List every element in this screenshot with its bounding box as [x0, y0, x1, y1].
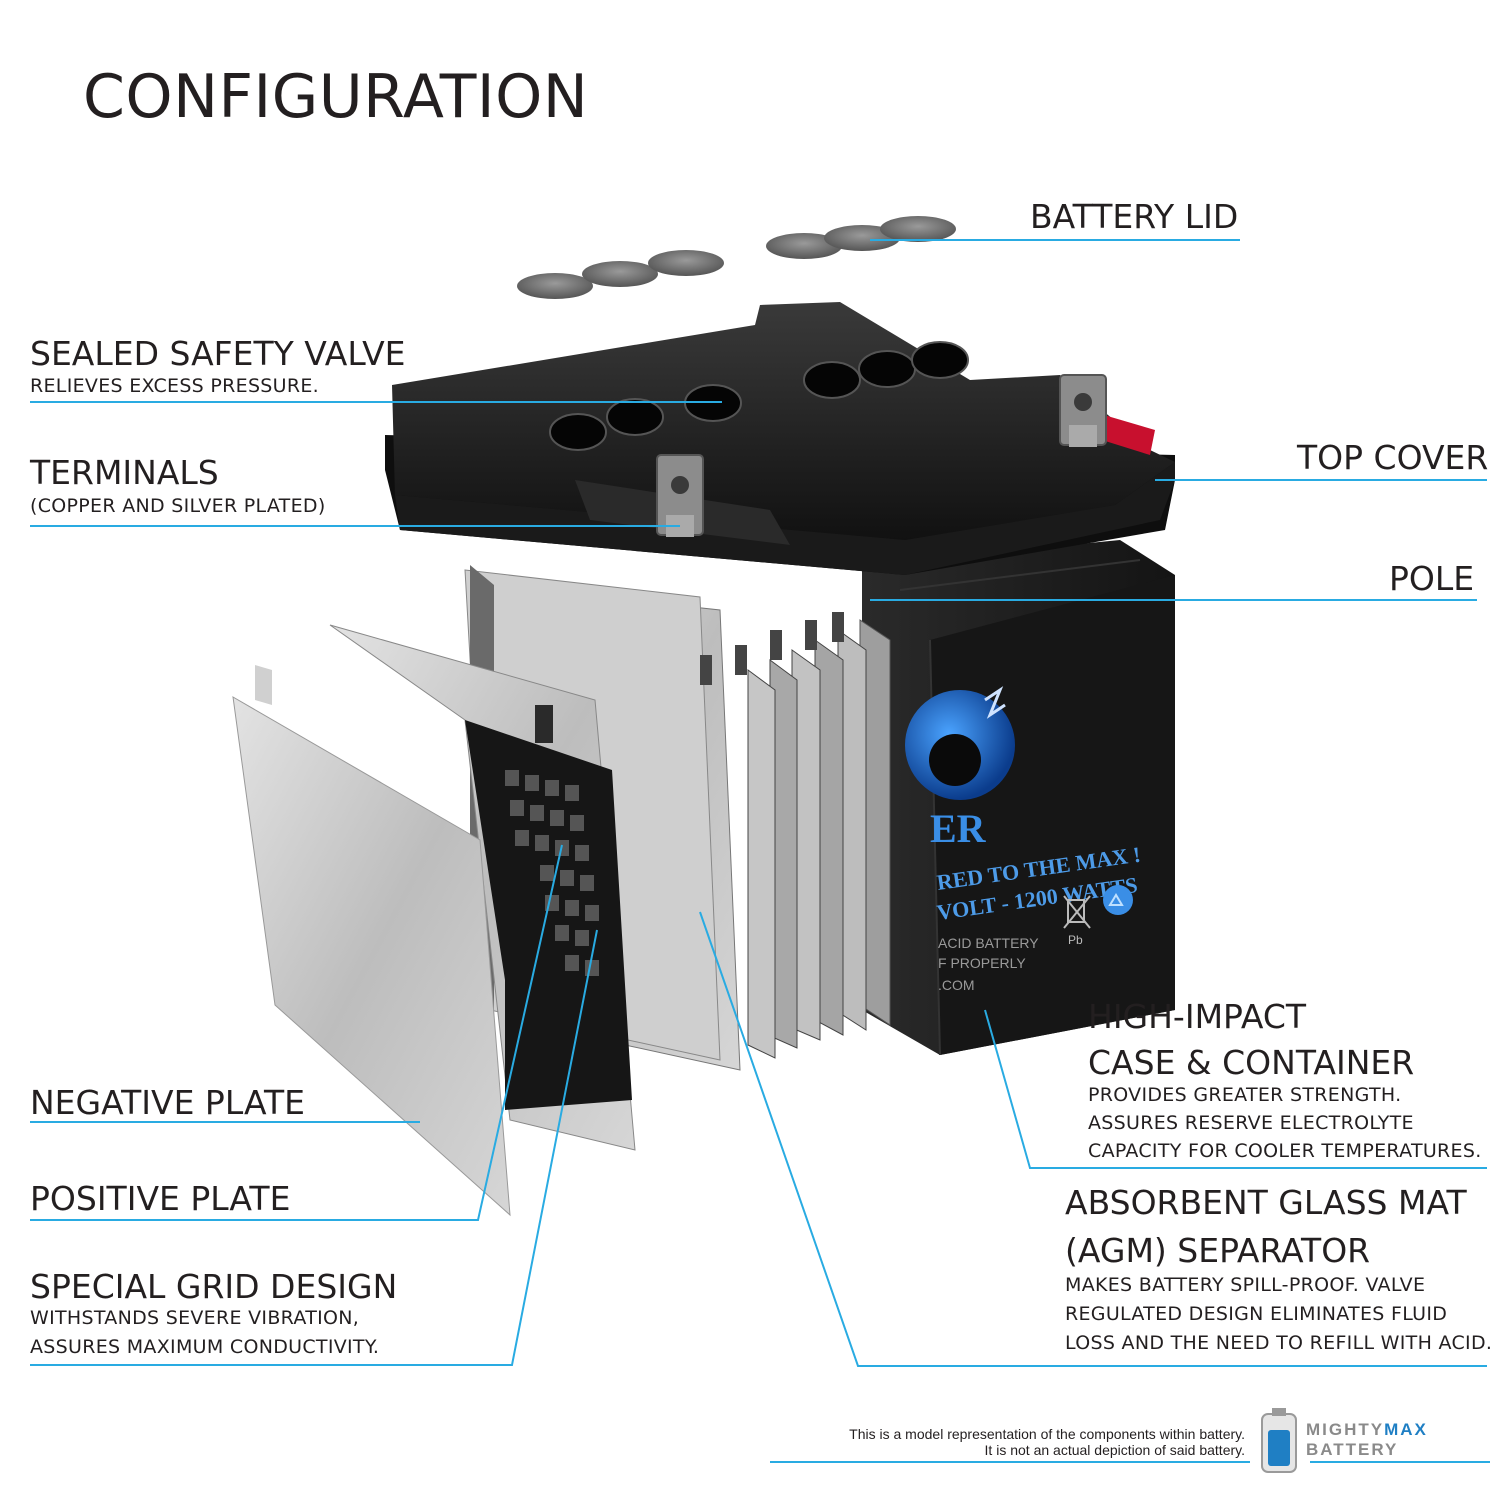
- label-sealed-safety-valve: SEALED SAFETY VALVE: [30, 334, 406, 373]
- label-negative-plate: NEGATIVE PLATE: [30, 1083, 305, 1122]
- waste-bin-icon: [1063, 895, 1091, 929]
- desc-high-impact-3: CAPACITY FOR COOLER TEMPERATURES.: [1088, 1140, 1482, 1162]
- label-battery-lid: BATTERY LID: [1030, 197, 1239, 236]
- label-special-grid: SPECIAL GRID DESIGN: [30, 1267, 398, 1306]
- label-high-impact-1: HIGH-IMPACT: [1088, 997, 1307, 1036]
- label-agm-2: (AGM) SEPARATOR: [1065, 1231, 1371, 1270]
- pb-mark: Pb: [1068, 933, 1083, 947]
- case-print-3: .COM: [938, 977, 975, 993]
- desc-high-impact-2: ASSURES RESERVE ELECTROLYTE: [1088, 1112, 1414, 1134]
- terminals: [656, 374, 1107, 537]
- desc-agm-2: REGULATED DESIGN ELIMINATES FLUID: [1065, 1303, 1448, 1325]
- case-logo: ER: [905, 686, 1015, 851]
- battery-lid-discs: [517, 216, 956, 299]
- desc-sealed-safety-valve: RELIEVES EXCESS PRESSURE.: [30, 375, 320, 397]
- desc-agm-1: MAKES BATTERY SPILL-PROOF. VALVE: [1065, 1274, 1426, 1296]
- leader-lines: [30, 239, 1490, 1463]
- battery-logo-icon: [1261, 1408, 1297, 1473]
- desc-special-grid-1: WITHSTANDS SEVERE VIBRATION,: [30, 1307, 360, 1329]
- desc-special-grid-2: ASSURES MAXIMUM CONDUCTIVITY.: [30, 1336, 380, 1358]
- recycle-icon: [1103, 885, 1133, 915]
- logo-letters: ER: [930, 806, 987, 851]
- top-cover: [385, 302, 1175, 575]
- negative-plate: [232, 665, 511, 1217]
- case-print-1: ACID BATTERY: [938, 935, 1039, 951]
- desc-high-impact-1: PROVIDES GREATER STRENGTH.: [1088, 1084, 1402, 1106]
- label-terminals: TERMINALS: [30, 453, 219, 492]
- label-agm-1: ABSORBENT GLASS MAT: [1065, 1183, 1467, 1222]
- battery-case: [862, 540, 1175, 1056]
- label-top-cover: TOP COVER: [1297, 438, 1489, 477]
- logo-word-1: MIGHTYMAX: [1306, 1420, 1428, 1439]
- label-pole: POLE: [1389, 559, 1475, 598]
- page-title: CONFIGURATION: [83, 62, 589, 132]
- label-positive-plate: POSITIVE PLATE: [30, 1179, 291, 1218]
- logo-word-2: BATTERY: [1306, 1440, 1399, 1459]
- disclaimer-line-2: It is not an actual depiction of said ba…: [984, 1442, 1245, 1458]
- desc-terminals: (COPPER AND SILVER PLATED): [30, 495, 326, 517]
- label-high-impact-2: CASE & CONTAINER: [1088, 1043, 1415, 1082]
- desc-agm-3: LOSS AND THE NEED TO REFILL WITH ACID.: [1065, 1332, 1493, 1354]
- case-print-2: F PROPERLY: [938, 955, 1026, 971]
- disclaimer-line-1: This is a model representation of the co…: [849, 1426, 1245, 1442]
